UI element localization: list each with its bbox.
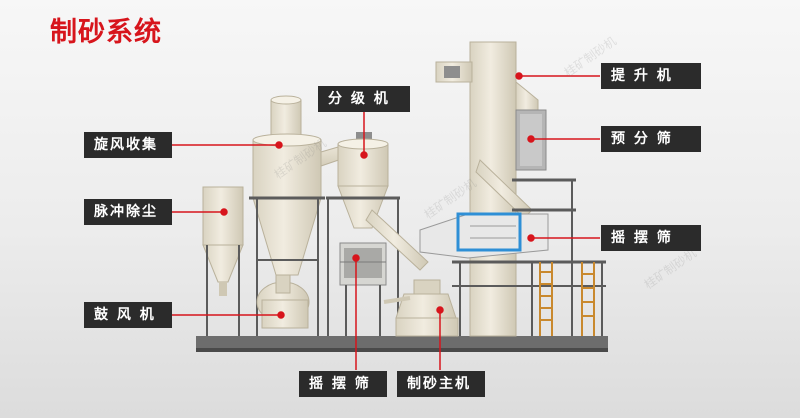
label-blower: 鼓 风 机 xyxy=(84,302,172,328)
blower xyxy=(256,274,310,329)
bottom-vibrating-screen xyxy=(339,242,387,336)
leader-lines xyxy=(172,72,600,370)
hoist-leader-dot xyxy=(515,72,523,80)
main-machine-leader-dot xyxy=(436,306,444,314)
label-cyclone-collector: 旋风收集 xyxy=(84,132,172,158)
label-pulse-dust: 脉冲除尘 xyxy=(84,199,172,225)
label-pre-screen: 预 分 筛 xyxy=(601,126,701,152)
right-vibrating-screen xyxy=(419,212,549,259)
label-vibrating-screen-bottom: 摇 摆 筛 xyxy=(299,371,387,397)
blower-leader-dot xyxy=(277,311,285,319)
dust-leader-dot xyxy=(220,208,228,216)
label-vibrating-screen-right: 摇 摆 筛 xyxy=(601,225,701,251)
steel-frame xyxy=(452,178,606,336)
ladders xyxy=(539,262,595,336)
page-title: 制砂系统 xyxy=(50,17,162,48)
bucket-elevator xyxy=(435,41,539,337)
label-main-machine: 制砂主机 xyxy=(397,371,485,397)
ground-platform xyxy=(196,336,608,352)
label-classifier: 分 级 机 xyxy=(318,86,410,112)
pulse-dust-collector xyxy=(202,186,244,336)
cyclone-leader-dot xyxy=(275,141,283,149)
label-hoist: 提 升 机 xyxy=(601,63,701,89)
main-sand-making-machine xyxy=(383,279,459,337)
classifier-leader-dot xyxy=(360,151,368,159)
right-screen-leader-dot xyxy=(527,234,535,242)
pre-screen-leader-dot xyxy=(527,135,535,143)
bottom-screen-leader-dot xyxy=(352,254,360,262)
